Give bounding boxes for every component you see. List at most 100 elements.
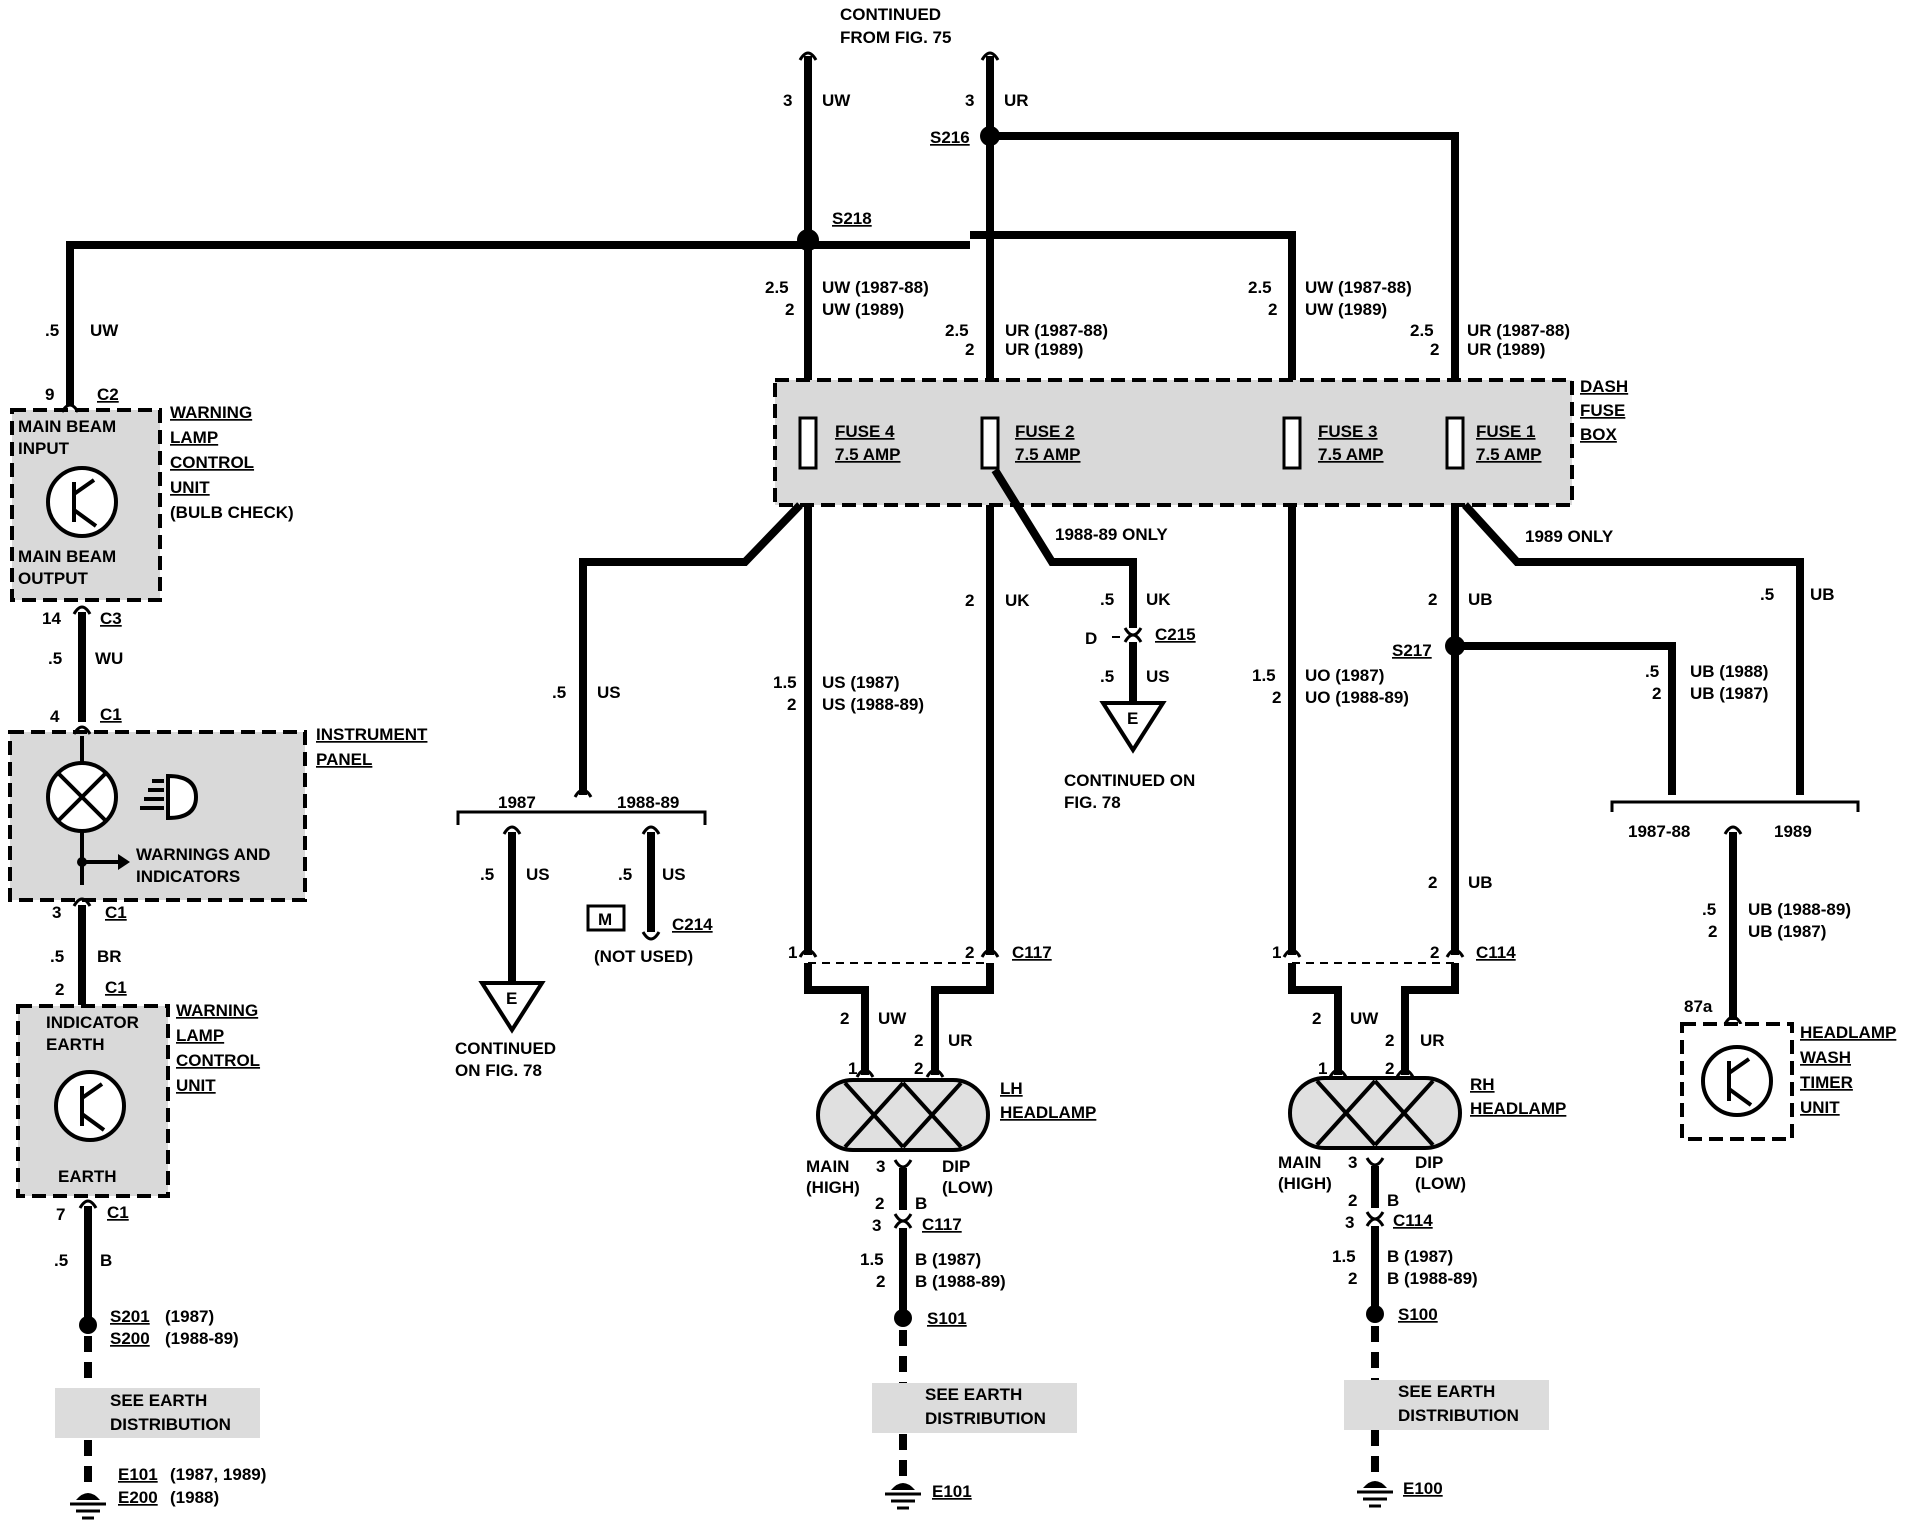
ur-feed-color: UR	[1004, 91, 1029, 110]
rh-dip-color: UB	[1468, 590, 1493, 609]
rh-main-1: MAIN	[1278, 1153, 1321, 1172]
lh-see-earth-shade	[872, 1383, 1077, 1433]
fuse-3-element	[1282, 416, 1302, 470]
lh-pin3: 3	[876, 1157, 885, 1176]
left-branch-year-right: 1988-89	[617, 793, 679, 812]
instrument-panel-out-color: BR	[97, 947, 122, 966]
warning-unit-top-c2-connector	[60, 403, 80, 413]
rh-ground-size-2: 2	[1348, 1269, 1357, 1288]
rh-dip-size: 2	[1428, 590, 1437, 609]
lh-dip-color: UK	[1005, 591, 1030, 610]
rh-pin3: 3	[1348, 1153, 1357, 1172]
c117-connectors	[798, 948, 1000, 958]
warning-unit-top-in-color: UW	[90, 321, 119, 340]
wash-label-1: HEADLAMP	[1800, 1023, 1896, 1042]
rh-label-1: RH	[1470, 1075, 1495, 1094]
left-branch-connector	[573, 788, 593, 798]
lh-main-lead	[804, 963, 869, 1075]
s216-to-fuse1-wire	[990, 132, 1459, 380]
lh-see-earth-2: DISTRIBUTION	[925, 1409, 1046, 1428]
s218-left-wire	[66, 241, 970, 406]
lh-ground-size-2: 2	[876, 1272, 885, 1291]
rh-main-size-2: 2	[1272, 688, 1281, 707]
transistor-icon	[46, 466, 118, 538]
rh-lamp-bottom-connector	[1365, 1157, 1385, 1167]
rh-main-2: (HIGH)	[1278, 1174, 1332, 1193]
warning-unit-top-c3-connector	[72, 605, 92, 615]
e101-year: (1987, 1989)	[170, 1465, 266, 1484]
rh-dip-lead-size: 2	[1385, 1031, 1394, 1050]
wash-label-3: TIMER	[1800, 1073, 1853, 1092]
left-drop-size: .5	[480, 865, 494, 884]
instrument-panel-conn-bottom: C1	[105, 903, 127, 922]
instrument-panel-out-size: .5	[50, 947, 64, 966]
lh-label-1: LH	[1000, 1079, 1023, 1098]
left-continued-1: CONTINUED	[455, 1039, 556, 1058]
fuse-box-label-3: BOX	[1580, 425, 1618, 444]
fuse-3-rating: 7.5 AMP	[1318, 445, 1384, 464]
warning-unit-bottom-line-1: WARNING	[176, 1001, 258, 1020]
e100-label: E100	[1403, 1479, 1443, 1498]
fuse-1-name: FUSE 1	[1476, 422, 1536, 441]
rh-dip-lead	[1401, 963, 1459, 1075]
headlamp-icon	[816, 1078, 990, 1152]
lh-label-2: HEADLAMP	[1000, 1103, 1096, 1122]
fuse-1-element	[1445, 416, 1465, 470]
s218-splice	[797, 229, 819, 251]
lh-dip-lead-color: UR	[948, 1031, 973, 1050]
m-box-label: M	[598, 910, 612, 929]
e101-label: E101	[118, 1465, 158, 1484]
lh-dip-size: 2	[965, 591, 974, 610]
fuse2-uk-branch: 1988-89 ONLY .5 UK D C215 .5 US E CONTIN…	[991, 467, 1196, 812]
fuse-box-label-1: DASH	[1580, 377, 1628, 396]
warning-lamp-unit-bulb-check: 9 C2 .5 UW MAIN BEAM INPUT MAIN BEAM OUT…	[10, 321, 294, 722]
fuse-1-rating: 7.5 AMP	[1476, 445, 1542, 464]
warnings-dot	[77, 857, 87, 867]
fuse4-us-wire	[579, 502, 803, 795]
wash-year-bracket	[1610, 800, 1860, 812]
f1-in-size-1: 2.5	[1410, 321, 1434, 340]
left-branch-year-bracket	[456, 810, 707, 825]
fuse-3-name: FUSE 3	[1318, 422, 1378, 441]
lh-dip-1: DIP	[942, 1157, 970, 1176]
lh-ground-size-1: 1.5	[860, 1250, 884, 1269]
warning-unit-top-out-size: .5	[48, 649, 62, 668]
lh-ground-color-2: B (1988-89)	[915, 1272, 1006, 1291]
instrument-panel: 4 C1 INSTRUMENT PANEL WARNINGS AND INDIC…	[8, 705, 428, 1005]
warning-lamp-unit-indicator-earth: 2 C1 INDICATOR EARTH EARTH WARNING LAMP …	[16, 978, 266, 1520]
lh-main-color-2: US (1988-89)	[822, 695, 924, 714]
warning-unit-top-out-color: WU	[95, 649, 123, 668]
instrument-panel-label-1: INSTRUMENT	[316, 725, 428, 744]
uk-branch-size: .5	[1100, 590, 1114, 609]
lh-c117-lower-label: C117	[922, 1215, 962, 1234]
rh-after-size: 2	[1428, 873, 1437, 892]
rh-after-color: UB	[1468, 873, 1493, 892]
c215-d-label: D	[1085, 629, 1097, 648]
left-branch-size: .5	[552, 683, 566, 702]
rh-main-lead	[1288, 963, 1342, 1075]
wash-label-2: WASH	[1800, 1048, 1851, 1067]
see-earth-2: DISTRIBUTION	[110, 1415, 231, 1434]
lh-main-2: (HIGH)	[806, 1178, 860, 1197]
fuse2-uk-wire	[991, 467, 1137, 628]
lh-main-1: MAIN	[806, 1157, 849, 1176]
c114-connectors	[1282, 948, 1465, 958]
right-drop-color: US	[662, 865, 686, 884]
feed-wires: 3 UW 3 UR S216 S218 2.5 UW (1987-88) 2 U…	[66, 51, 1570, 406]
f1-in-size-2: 2	[1430, 340, 1439, 359]
s217-out-size-2: 2	[1652, 684, 1661, 703]
wash-wire-size-1: .5	[1702, 900, 1716, 919]
mid-ground-e: E	[1127, 709, 1138, 728]
f1-in-color-2: UR (1989)	[1467, 340, 1545, 359]
lh-dip-lead	[931, 963, 994, 1075]
lh-lamp-pin1: 1	[848, 1059, 857, 1078]
rh-main-color-2: UO (1988-89)	[1305, 688, 1409, 707]
rh-label-2: HEADLAMP	[1470, 1099, 1566, 1118]
f4-in-size-1: 2.5	[765, 278, 789, 297]
warnings-indicators-2: INDICATORS	[136, 867, 240, 886]
earth-ground-icon	[70, 1493, 106, 1520]
instrument-panel-label-2: PANEL	[316, 750, 372, 769]
s217-out-size-1: .5	[1645, 662, 1659, 681]
warning-unit-bottom-conn-top: C1	[105, 978, 127, 997]
mid-continued-1: CONTINUED ON	[1064, 771, 1195, 790]
